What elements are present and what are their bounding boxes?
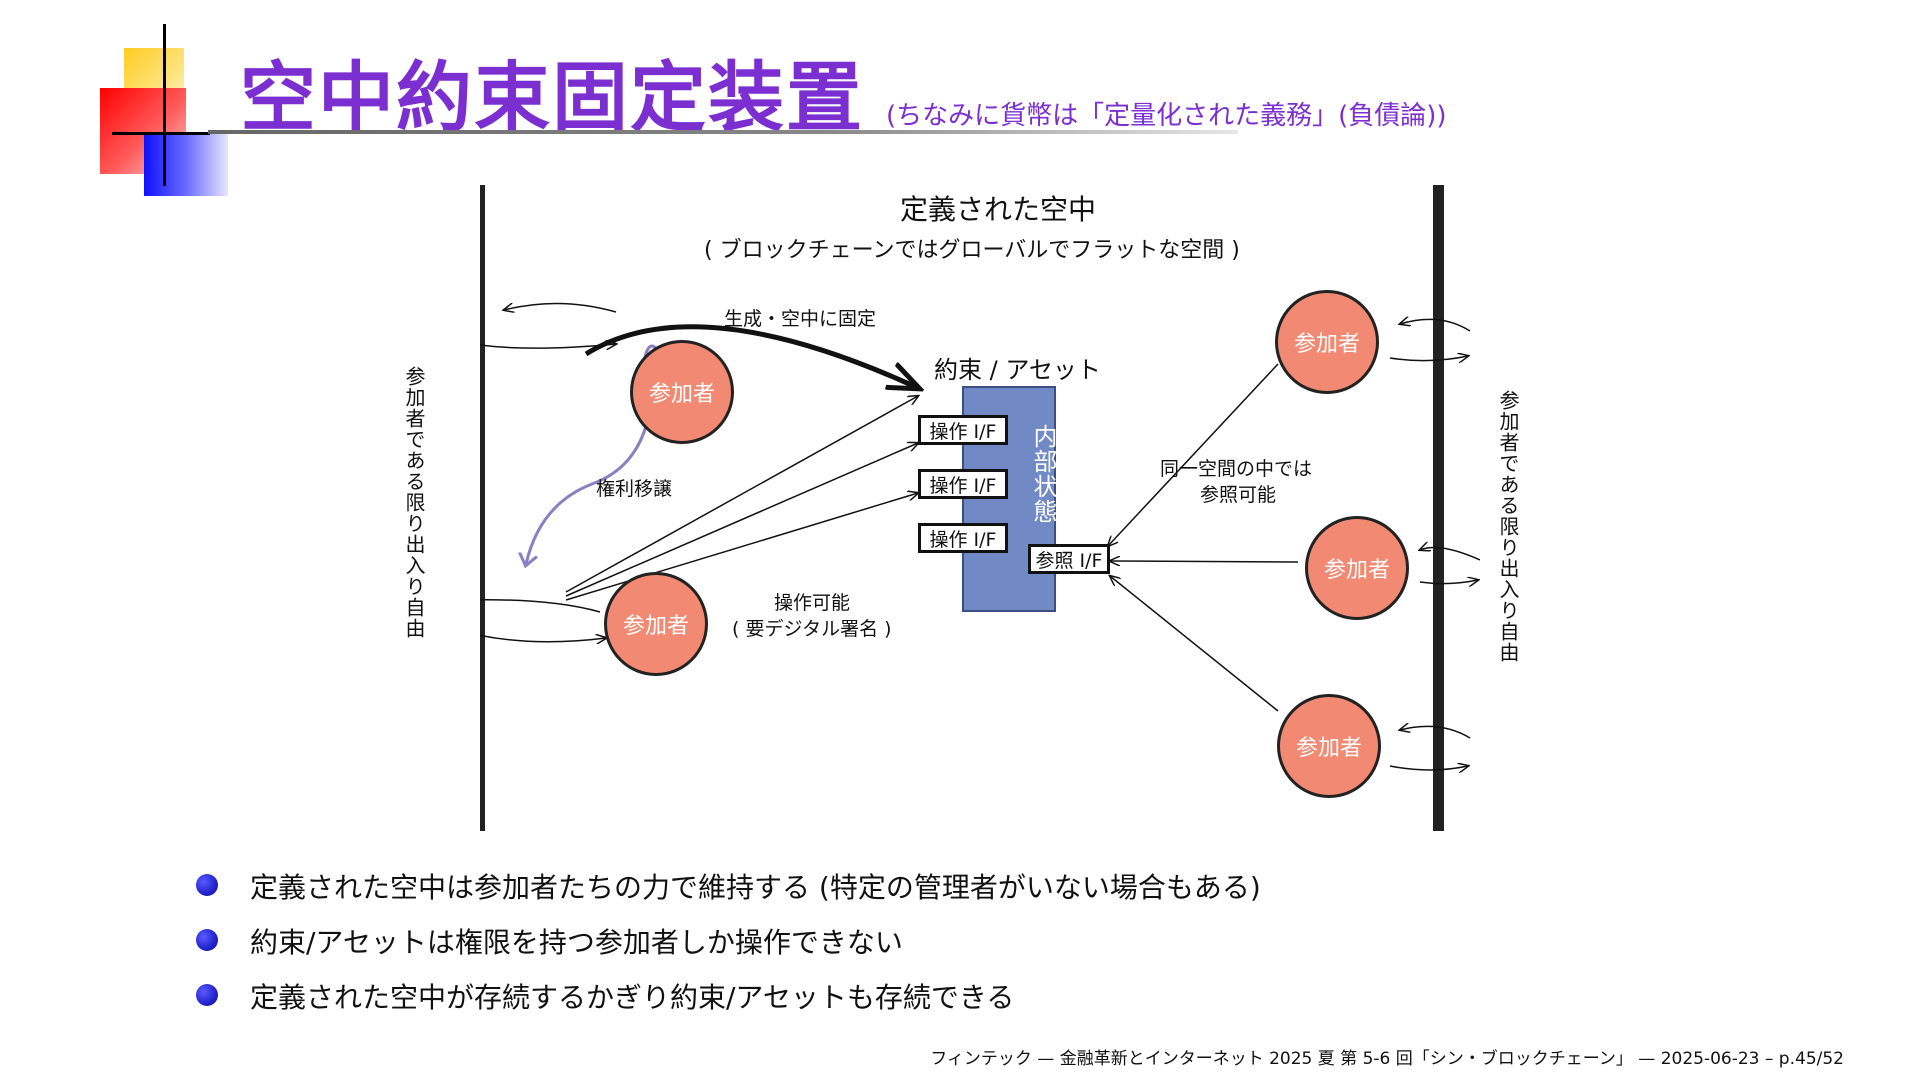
left-top-out-arrow <box>504 302 617 312</box>
operate-arrow-2 <box>565 443 918 597</box>
diagram: 定義された空中 ( ブロックチェーンではグローバルでフラットな空間 ) 参加者で… <box>402 178 1520 838</box>
right-top-in-arrow <box>1389 356 1468 361</box>
operation-interface-1: 操作 I/F <box>918 415 1008 445</box>
space-title: 定義された空中 <box>900 193 1097 226</box>
right-side-note: 参加者である限り出入り自由 <box>1496 390 1520 663</box>
slide-footer: フィンテック — 金融革新とインターネット 2025 夏 第 5-6 回「シン・… <box>930 1049 1844 1069</box>
slide-title-sub: (ちなみに貨幣は「定量化された義務」(負債論)) <box>886 101 1447 131</box>
create-label: 生成・空中に固定 <box>724 308 877 330</box>
space-subtitle: ( ブロックチェーンではグローバルでフラットな空間 ) <box>704 238 1240 263</box>
reference-interface: 参照 I/F <box>1028 544 1110 574</box>
bullet-text: 定義された空中が存続するかぎり約束/アセットも存続できる <box>250 981 1015 1014</box>
right-middle-out-arrow <box>1420 548 1480 561</box>
logo-squares <box>100 24 240 196</box>
left-boundary-wall <box>480 185 485 831</box>
bullet-text: 定義された空中は参加者たちの力で維持する (特定の管理者がいない場合もある) <box>250 871 1261 904</box>
reference-arrow-bottom <box>1110 576 1279 712</box>
participant-top-left: 参加者 <box>630 340 734 444</box>
right-bottom-out-arrow <box>1400 726 1471 739</box>
asset-title: 約束 / アセット <box>934 356 1101 384</box>
participant-top-right: 参加者 <box>1275 290 1379 394</box>
reference-note-1: 同一空間の中では <box>1160 458 1313 480</box>
operable-label: 操作可能 <box>774 592 851 614</box>
operation-interface-3: 操作 I/F <box>918 523 1008 553</box>
participant-middle-right: 参加者 <box>1305 516 1409 620</box>
logo-vertical-line <box>163 24 166 186</box>
reference-arrow-top <box>1108 363 1279 546</box>
transfer-label: 権利移譲 <box>596 478 673 500</box>
operate-arrow-3 <box>565 493 918 601</box>
reference-note-2: 参照可能 <box>1200 484 1277 506</box>
left-top-in-arrow <box>480 340 616 348</box>
participant-bottom-left: 参加者 <box>604 572 708 676</box>
operable-sublabel: ( 要デジタル署名 ) <box>732 618 892 640</box>
participant-bottom-right: 参加者 <box>1277 694 1381 798</box>
create-arrow <box>584 324 918 388</box>
logo-blue-square <box>144 132 228 196</box>
bullet-dot-icon <box>196 929 218 951</box>
bullet-dot-icon <box>196 874 218 896</box>
operate-arrow-1 <box>565 396 918 593</box>
left-side-note: 参加者である限り出入り自由 <box>402 366 426 639</box>
reference-arrow-middle <box>1110 561 1299 562</box>
right-top-out-arrow <box>1400 319 1471 332</box>
right-middle-in-arrow <box>1419 580 1478 584</box>
title-underline <box>208 130 1238 134</box>
bullet-text: 約束/アセットは権限を持つ参加者しか操作できない <box>250 926 903 959</box>
logo-horizontal-line <box>112 132 210 135</box>
left-bottom-in-arrow <box>480 624 606 642</box>
operation-interface-2: 操作 I/F <box>918 469 1008 499</box>
right-bottom-in-arrow <box>1389 766 1468 770</box>
slide-title-main: 空中約束固定装置 <box>240 53 864 142</box>
asset-internal-state: 内部状態 <box>1029 424 1057 524</box>
bullet-dot-icon <box>196 984 218 1006</box>
right-boundary-wall <box>1433 185 1444 831</box>
left-bottom-out-arrow <box>480 599 601 613</box>
slide-title: 空中約束固定装置 (ちなみに貨幣は「定量化された義務」(負債論)) <box>240 36 1447 142</box>
